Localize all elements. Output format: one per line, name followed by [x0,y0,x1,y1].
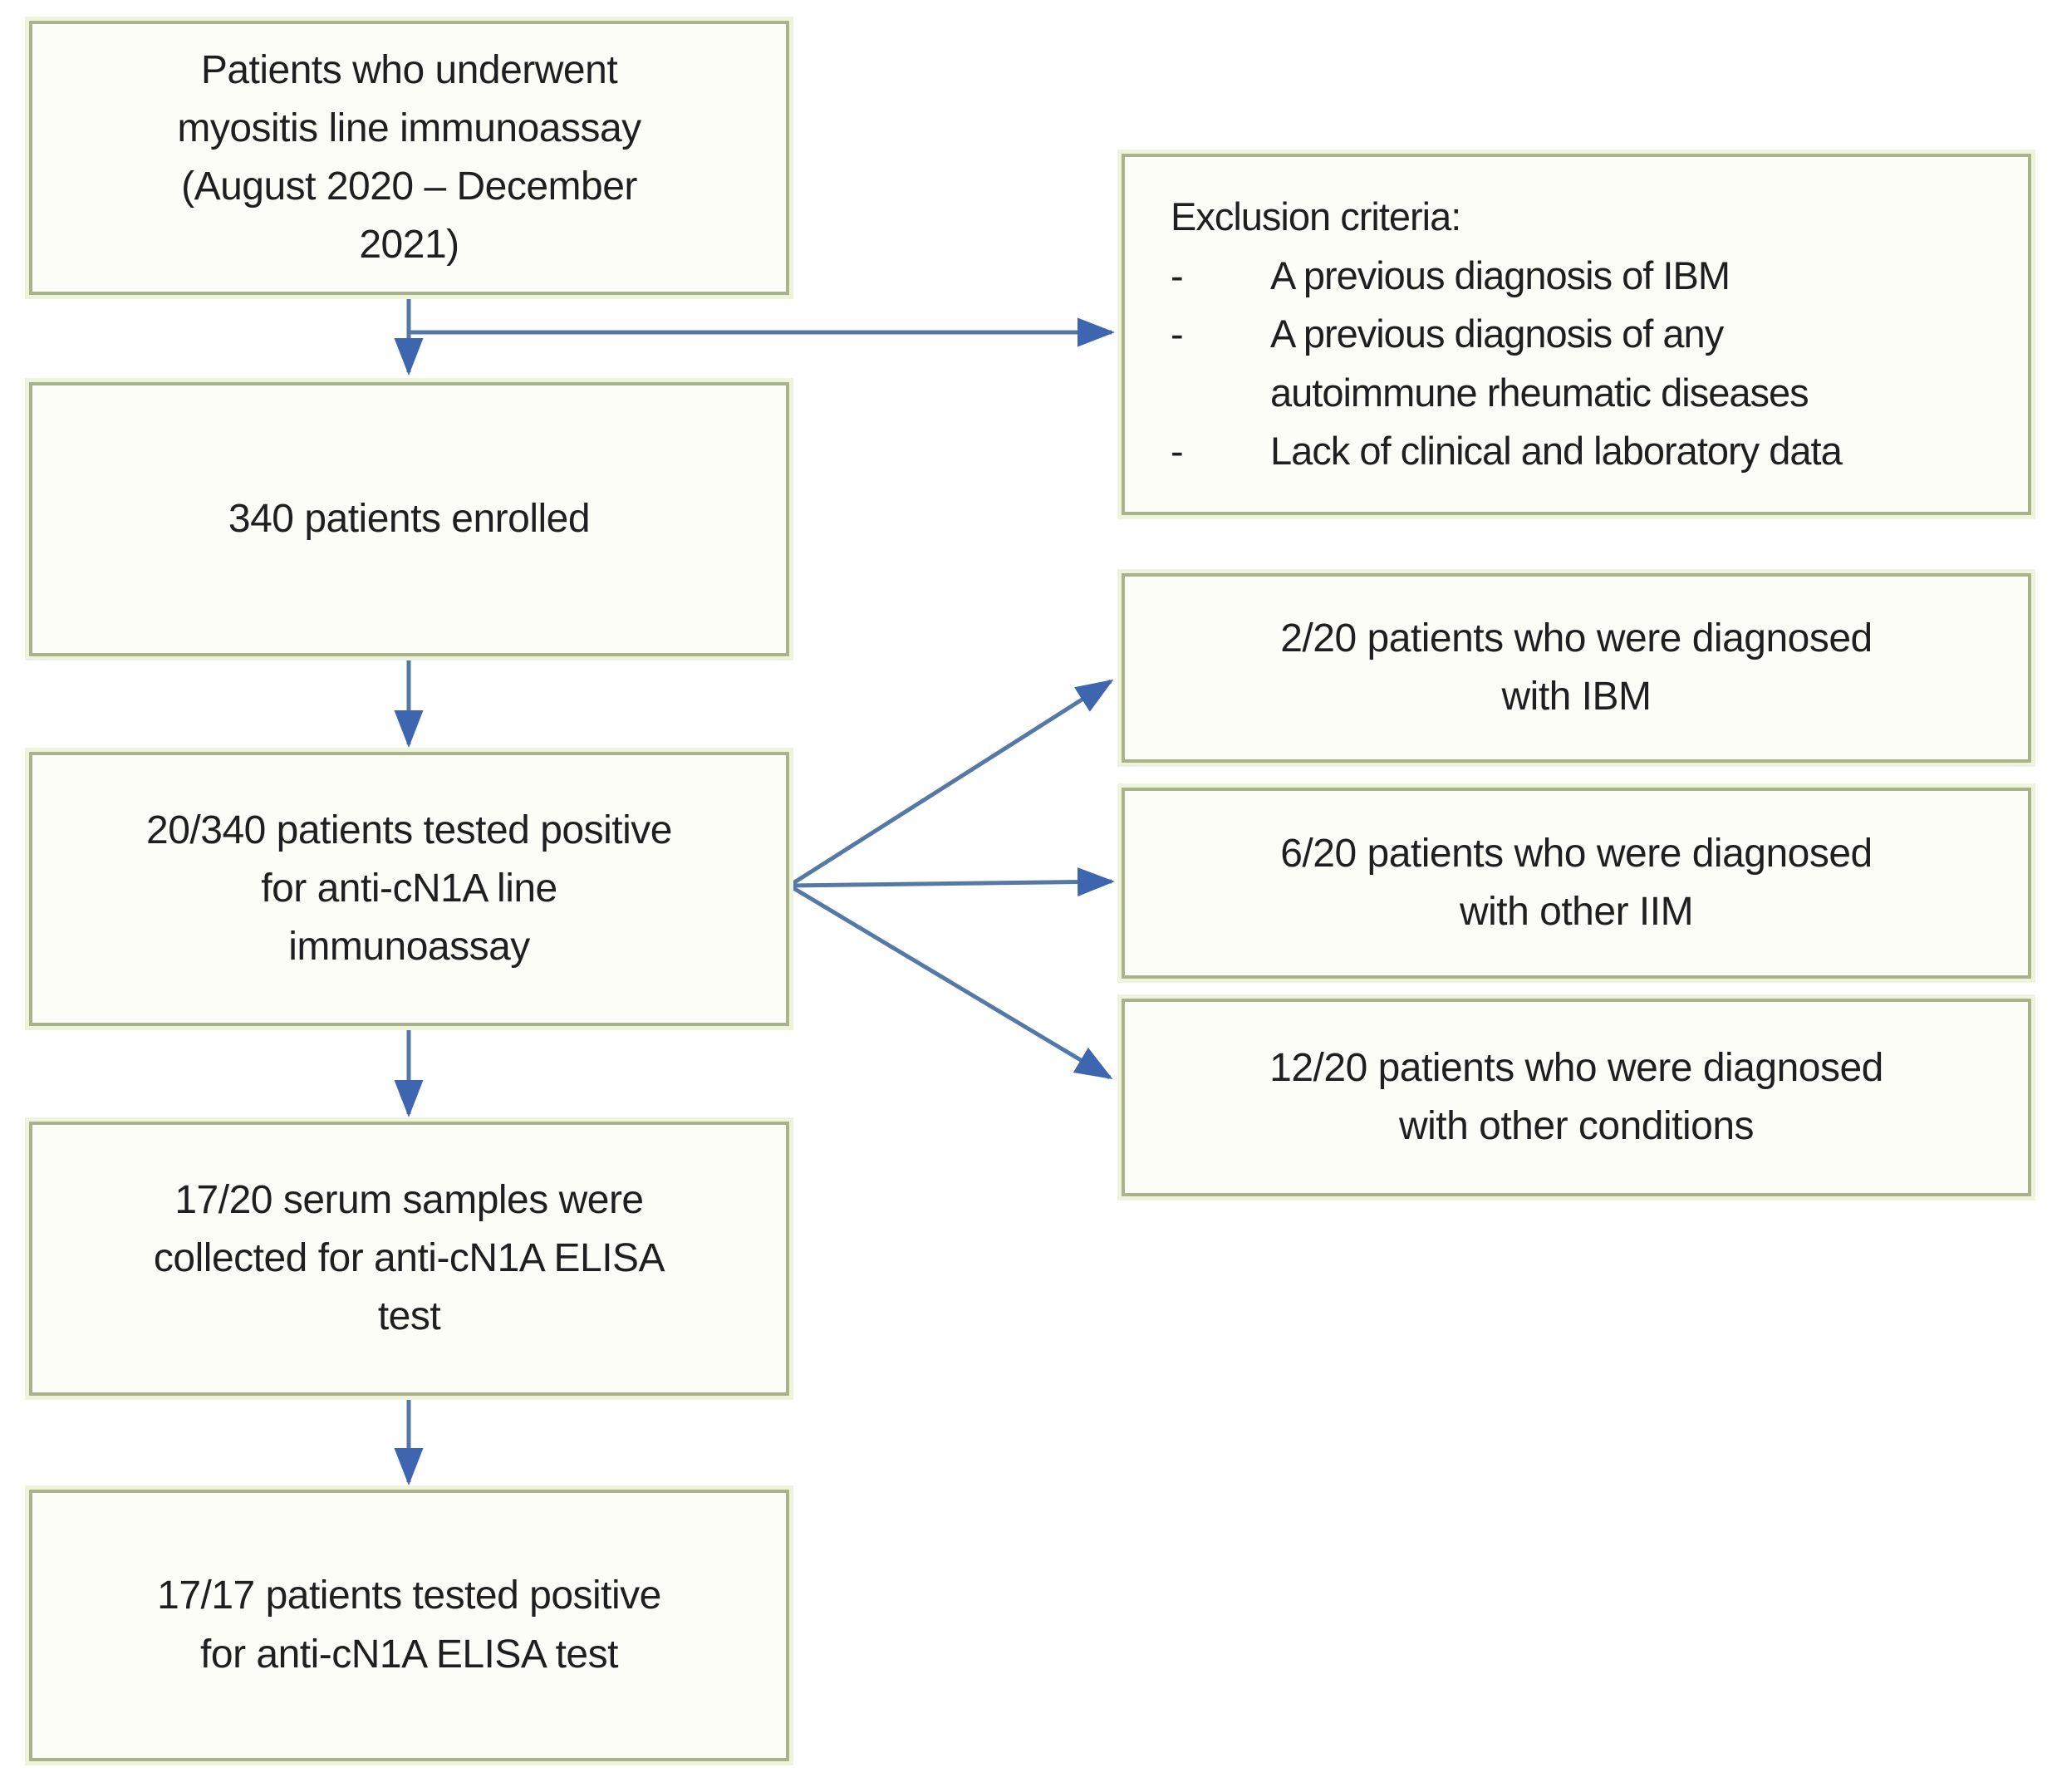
dash-bullet: - [1171,429,1184,474]
exclusion-item-lack-of-data: - Lack of clinical and laboratory data [1171,422,2011,481]
arrow-line-positive-to-other-iim [788,867,1115,897]
exclusion-item-text: Lack of clinical and laboratory data [1270,429,1843,474]
exclusion-title: Exclusion criteria: [1171,194,1461,239]
arrow-line-positive-to-ibm [788,679,1114,888]
dash-bullet: - [1171,312,1184,356]
arrow-line-positive-to-other-conditions [788,883,1113,1080]
exclusion-item-text: A previous diagnosis of IBM [1270,253,1730,297]
exclusion-item-ibm: - A previous diagnosis of IBM [1171,247,2011,306]
exclusion-criteria-box: Exclusion criteria: - A previous diagnos… [1122,154,2031,515]
flow-box-enrolled: 340 patients enrolled [29,382,789,656]
dash-bullet: - [1171,253,1184,297]
